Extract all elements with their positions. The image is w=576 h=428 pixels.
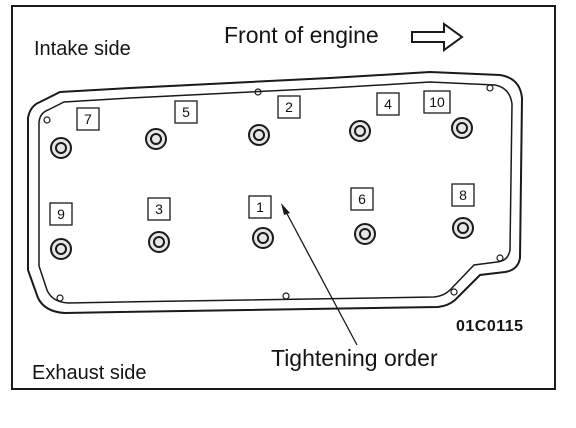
- bolt-5: 5: [145, 100, 198, 150]
- bolt-1: 1: [248, 195, 274, 249]
- bolt-9: 9: [49, 202, 73, 260]
- bolt-number: 9: [57, 206, 65, 222]
- intake-side-label: Intake side: [34, 38, 131, 60]
- gasket-outline: [27, 70, 524, 315]
- bolt-number: 7: [84, 111, 92, 127]
- dowel-holes: [43, 84, 504, 302]
- exhaust-side-label: Exhaust side: [32, 362, 147, 384]
- figure-frame: [11, 5, 556, 390]
- leader-line: [281, 203, 358, 346]
- bolt-number: 3: [155, 201, 163, 217]
- bolt-2: 2: [248, 95, 301, 146]
- bolt-7: 7: [50, 107, 100, 159]
- bolt-number: 10: [429, 94, 445, 110]
- front-of-engine-label: Front of engine: [224, 22, 379, 48]
- right-arrow-outline-icon: [411, 22, 464, 52]
- bolt-6: 6: [350, 187, 376, 245]
- bolt-number: 4: [384, 96, 392, 112]
- tightening-order-label: Tightening order: [271, 345, 438, 371]
- bolt-number: 8: [459, 187, 467, 203]
- bolt-10: 10: [423, 90, 473, 139]
- bolt-8: 8: [451, 183, 475, 239]
- gasket-inner-outline: [38, 81, 513, 304]
- bolt-number: 1: [256, 199, 264, 215]
- bolt-number: 2: [285, 99, 293, 115]
- bolt-number: 5: [182, 104, 190, 120]
- bolt-4: 4: [349, 92, 400, 142]
- bolt-number: 6: [358, 191, 366, 207]
- bolt-3: 3: [147, 197, 171, 253]
- figure-code: 01C0115: [456, 318, 524, 335]
